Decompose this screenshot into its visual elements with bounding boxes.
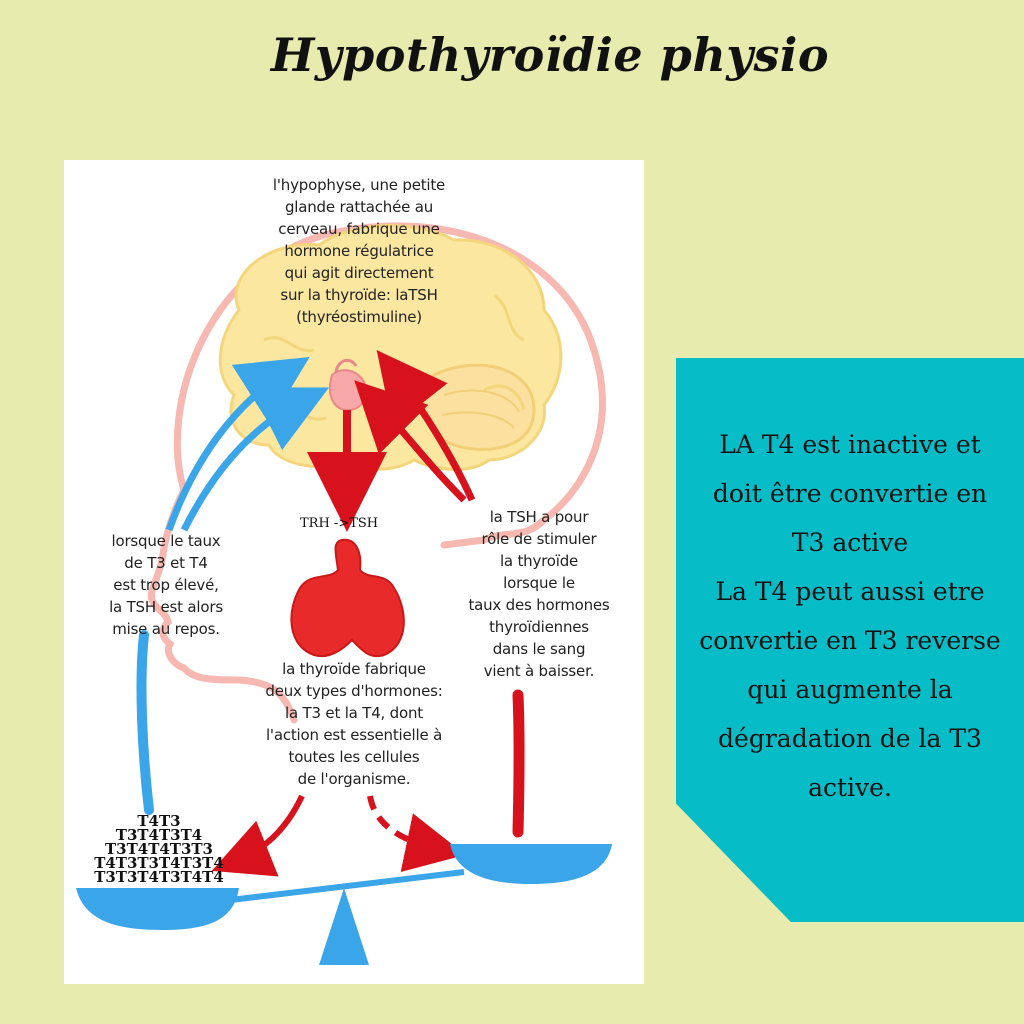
hormone-stack-row: T4T3 (137, 812, 180, 830)
hormone-stack-row: T3T4T4T3T3 (105, 840, 213, 858)
trh-tsh-label: TRH ->TSH (300, 516, 379, 531)
physiology-illustration: T4T3T3T4T3T4T3T4T4T3T3T4T3T3T4T3T4T3T3T4… (76, 222, 612, 965)
thyroid-description: la thyroïde fabrique deux types d'hormon… (265, 660, 443, 788)
pituitary-description: l'hypophyse, une petite glande rattachée… (272, 176, 446, 326)
note-box (676, 358, 1024, 922)
hormone-stack-row: T4T3T3T4T3T4 (94, 854, 224, 872)
feedback-arrow-1 (165, 356, 310, 532)
hormone-stack: T4T3T3T4T3T4T3T4T4T3T3T4T3T3T4T3T4T3T3T4… (94, 812, 224, 886)
scale-pan-right (450, 844, 612, 884)
tsh-stimulation-arrow-2 (354, 380, 467, 503)
page-title: Hypothyroïdie physio (270, 28, 830, 82)
scale-pan-left (76, 888, 239, 930)
thyroid-gland (290, 538, 405, 658)
scale-beam (213, 869, 465, 905)
pituitary-gland (329, 369, 367, 412)
feedback-description: lorsque le taux de T3 et T4 est trop éle… (109, 532, 223, 638)
thyroid-to-scale-arrow (211, 794, 305, 877)
scale-fulcrum (319, 888, 369, 965)
feedback-arrow-2 (180, 387, 330, 532)
head-outline (147, 222, 606, 724)
hormone-stack-row: T3T4T3T4 (116, 826, 202, 844)
red-connector-right (512, 689, 525, 838)
thyroid-to-scale-dashed-arrow (367, 795, 466, 873)
note-text: LA T4 est inactive et doit être converti… (699, 430, 1001, 802)
tsh-role-description: la TSH a pour rôle de stimuler la thyroï… (468, 508, 610, 680)
hormone-stack-row: T3T3T4T3T4T4 (94, 868, 224, 886)
blue-connector-left (136, 630, 154, 815)
